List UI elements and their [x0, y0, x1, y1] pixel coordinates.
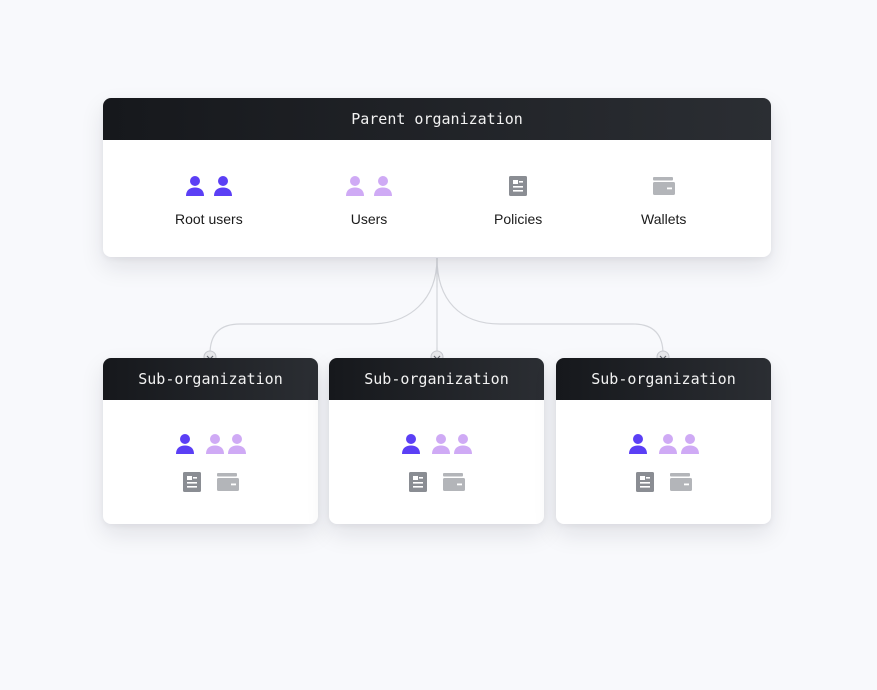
- wallet-icon: [216, 473, 239, 491]
- root-user-icon: [185, 176, 204, 196]
- user-icon: [680, 434, 699, 454]
- wallet-icon: [652, 177, 675, 195]
- sub-organization-header: Sub-organization: [103, 358, 318, 400]
- sub-organization-card-3: Sub-organization: [556, 358, 771, 524]
- user-icon: [205, 434, 224, 454]
- wallet-icon: [669, 473, 692, 491]
- policies-item: Policies: [494, 174, 542, 227]
- sub-organization-card-2: Sub-organization: [329, 358, 544, 524]
- root-user-icon: [628, 434, 647, 454]
- wallets-item: Wallets: [641, 174, 686, 227]
- policy-icon: [182, 472, 201, 492]
- users-item: Users: [346, 174, 392, 227]
- user-icon: [431, 434, 450, 454]
- user-icon: [658, 434, 677, 454]
- parent-organization-card: Parent organization Root users Users Pol…: [103, 98, 771, 257]
- sub-organization-header: Sub-organization: [329, 358, 544, 400]
- user-icon: [453, 434, 472, 454]
- root-users-item: Root users: [175, 174, 243, 227]
- users-label: Users: [350, 211, 388, 227]
- policy-icon: [408, 472, 427, 492]
- connector-right: [436, 257, 664, 355]
- wallets-label: Wallets: [641, 211, 687, 227]
- user-icon: [374, 176, 392, 196]
- root-user-icon: [213, 176, 232, 196]
- sub-organization-card-1: Sub-organization: [103, 358, 318, 524]
- policy-icon: [635, 472, 654, 492]
- user-icon: [346, 176, 364, 196]
- policies-label: Policies: [494, 211, 543, 227]
- root-user-icon: [401, 434, 420, 454]
- root-user-icon: [175, 434, 194, 454]
- sub-organization-header: Sub-organization: [556, 358, 771, 400]
- policy-icon: [509, 176, 528, 196]
- connector-left: [209, 257, 438, 355]
- user-icon: [227, 434, 246, 454]
- parent-organization-header: Parent organization: [103, 98, 771, 140]
- root-users-label: Root users: [175, 211, 243, 227]
- wallet-icon: [442, 473, 465, 491]
